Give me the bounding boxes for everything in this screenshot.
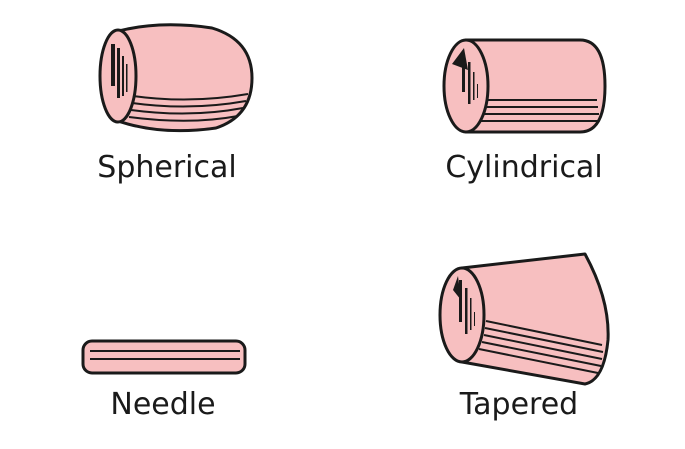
spherical-label: Spherical xyxy=(97,150,237,185)
needle-label: Needle xyxy=(110,387,216,422)
cylindrical-label: Cylindrical xyxy=(445,150,603,185)
cylindrical-roller xyxy=(442,38,607,134)
needle-roller xyxy=(81,339,247,375)
tapered-label: Tapered xyxy=(459,387,579,422)
tapered-roller xyxy=(438,252,610,386)
spherical-roller xyxy=(98,23,254,133)
